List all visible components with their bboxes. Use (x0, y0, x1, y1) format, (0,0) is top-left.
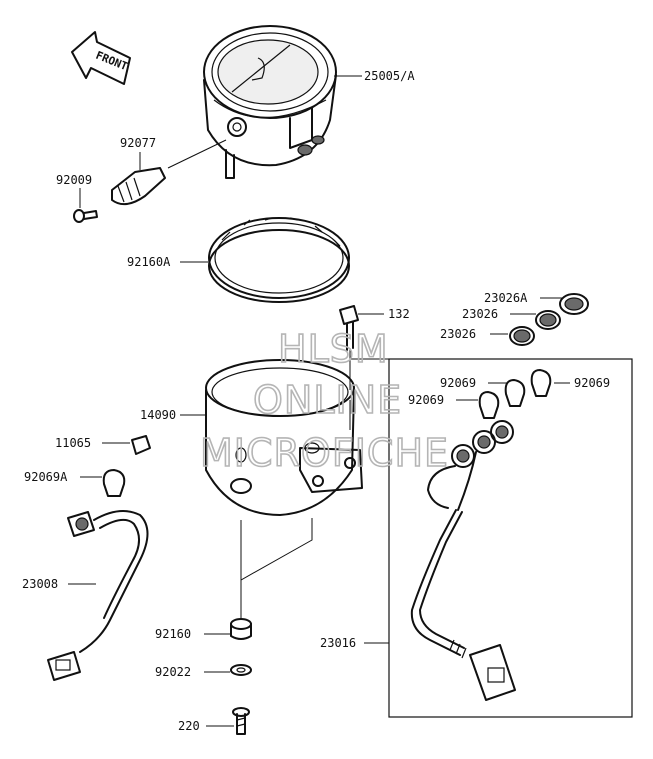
ring-92160a (208, 217, 350, 303)
label-92009: 92009 (56, 173, 92, 187)
label-92069a: 92069A (24, 470, 68, 484)
bolt-132 (339, 305, 359, 430)
bulbs-92069 (478, 369, 552, 419)
label-92077: 92077 (120, 136, 156, 150)
label-92022: 92022 (155, 665, 191, 679)
harness-box (388, 358, 633, 718)
watermark: HLSM ONLINE MICROFICHE (199, 326, 449, 476)
grommet-92160 (230, 518, 313, 640)
label-23026-bottom: 23026 (440, 327, 476, 341)
front-arrow-label: FRONT (94, 49, 130, 74)
label-92069-middle: 92069 (408, 393, 444, 407)
speedo-cable-end (111, 139, 227, 206)
label-92160: 92160 (155, 627, 191, 641)
front-arrow: FRONT (71, 31, 131, 85)
label-23016: 23016 (320, 636, 356, 650)
harness-23008 (47, 510, 149, 681)
label-92069-left: 92069 (440, 376, 476, 390)
washer-92022 (230, 664, 252, 676)
screw-220 (232, 707, 250, 735)
bulb-covers (509, 293, 589, 346)
bulb-92069a (102, 469, 126, 497)
meter-case-14090 (205, 359, 363, 516)
label-11065: 11065 (55, 436, 91, 450)
watermark-line3: MICROFICHE (200, 431, 449, 475)
label-132: 132 (388, 307, 410, 321)
label-92069-right: 92069 (574, 376, 610, 390)
label-14090: 14090 (140, 408, 176, 422)
label-23026-top: 23026 (462, 307, 498, 321)
screw-92009 (73, 209, 98, 223)
label-23026a: 23026A (484, 291, 528, 305)
label-220: 220 (178, 719, 200, 733)
cap-11065 (131, 435, 151, 455)
watermark-line1: HLSM (278, 327, 389, 371)
label-23008: 23008 (22, 577, 58, 591)
watermark-line2: ONLINE (253, 378, 402, 422)
label-25005a: 25005/A (364, 69, 415, 83)
label-92160a: 92160A (127, 255, 171, 269)
harness-23016 (410, 420, 516, 701)
speedometer-assembly (203, 25, 337, 179)
